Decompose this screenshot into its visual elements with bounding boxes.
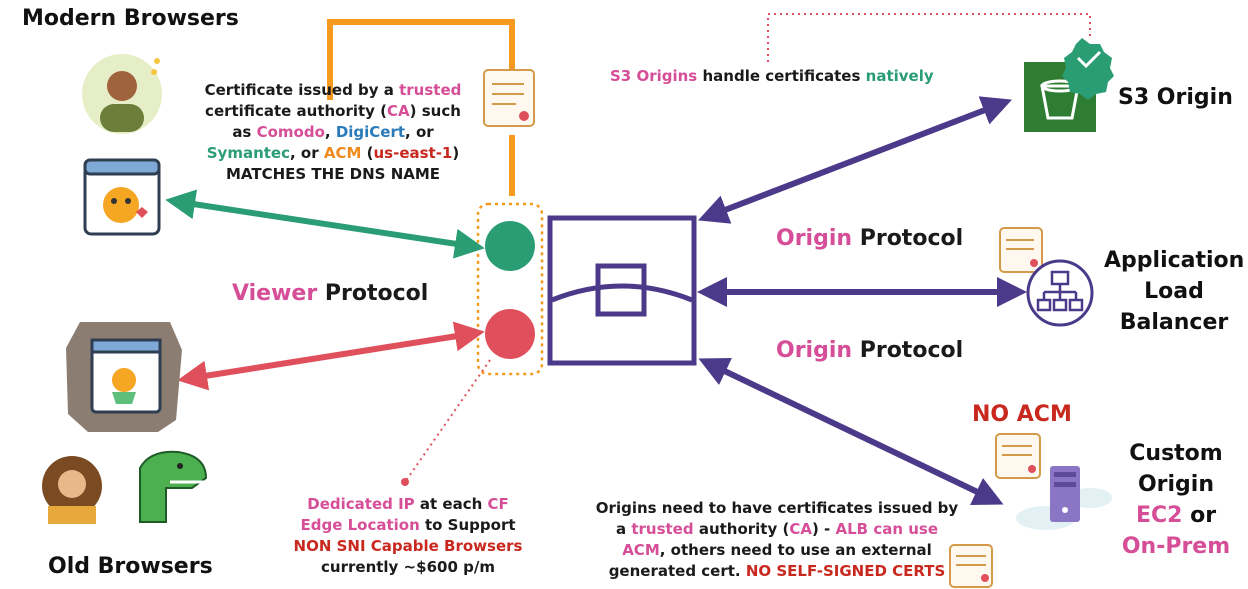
s3-arrow <box>697 96 1013 224</box>
s3-note: S3 Origins handle certificates natively <box>610 67 934 85</box>
modern-arrow <box>165 189 485 259</box>
cloudfront-edge-icon <box>547 215 697 366</box>
dinosaur-icon <box>139 450 208 523</box>
custom-origin-label: Custom Origin EC2 or On-Prem <box>1121 441 1231 559</box>
no-acm-label: NO ACM <box>972 402 1072 427</box>
origin-protocol-top-label: Origin Protocol <box>776 226 964 251</box>
origins-note: Origins need to have certificates issued… <box>595 499 959 580</box>
red-light <box>485 309 535 359</box>
dedicated-dotted-connector <box>404 359 491 483</box>
server-icon <box>1016 466 1112 530</box>
origin-protocol-bottom-label: Origin Protocol <box>776 338 964 363</box>
viewer-protocol-label: Viewer Protocol <box>232 281 429 306</box>
modern-browsers-title: Modern Browsers <box>22 6 239 31</box>
s3-bucket-icon <box>1024 38 1114 132</box>
certificate-icon-top <box>483 69 535 127</box>
dedicated-ip-note: Dedicated IP at each CF Edge Location to… <box>293 495 523 576</box>
old-arrow <box>177 321 485 391</box>
old-browsers-title: Old Browsers <box>48 554 213 579</box>
custom-arrow <box>698 357 1004 506</box>
s3-origin-label: S3 Origin <box>1118 85 1233 110</box>
green-light <box>485 221 535 271</box>
certificate-icon-bottom <box>949 544 993 588</box>
alb-icon <box>1026 259 1094 327</box>
caveman-icon <box>42 456 102 524</box>
s3-dotted-connector <box>767 13 1091 62</box>
traffic-light-frame <box>476 202 544 376</box>
old-browser-icon <box>66 322 182 432</box>
certificate-icon-custom <box>995 433 1041 479</box>
ca-note: Certificate issued by a trusted certific… <box>204 81 462 183</box>
certificate-icon-alb <box>999 227 1043 273</box>
modern-browser-icon <box>83 158 161 236</box>
modern-user-avatar <box>82 54 162 134</box>
alb-label: Application Load Balancer <box>1104 248 1245 335</box>
orange-connector <box>327 19 515 196</box>
